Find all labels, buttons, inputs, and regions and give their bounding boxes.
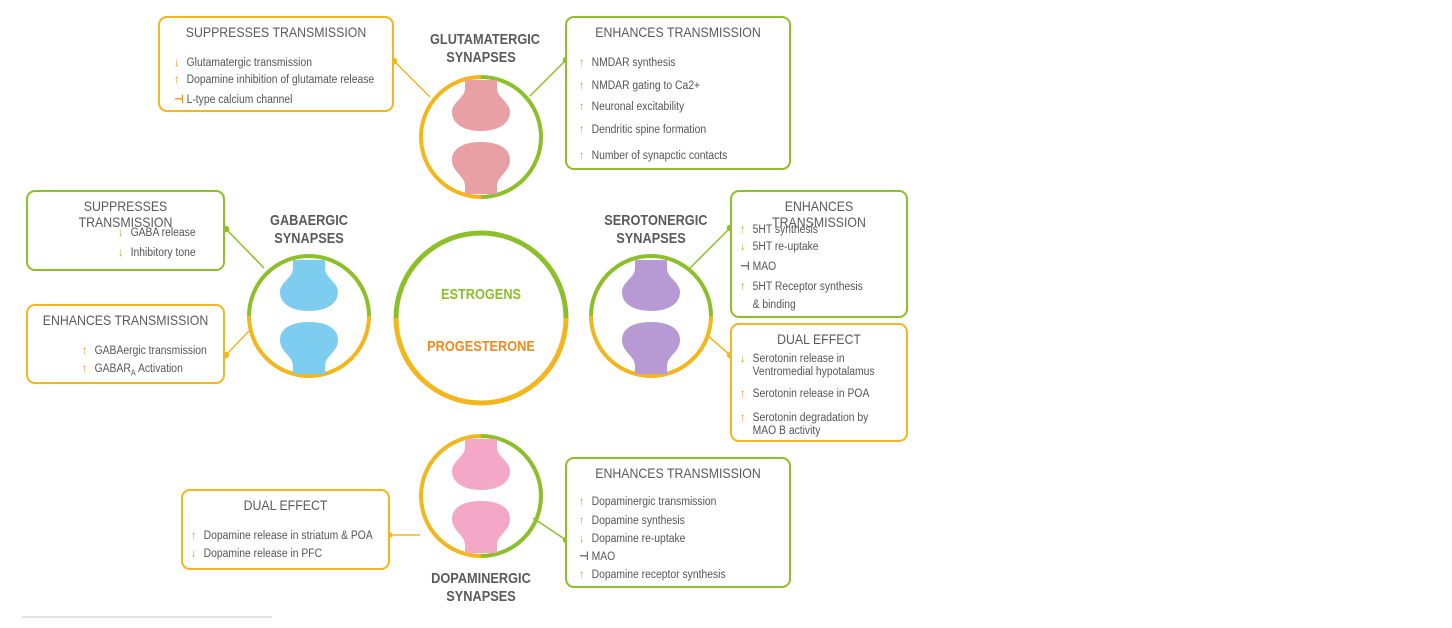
glutamatergic-synapse-shape <box>452 80 510 194</box>
connector-sero-dual <box>706 334 731 356</box>
list-item: ↑Dopamine inhibition of glutamate releas… <box>174 72 375 87</box>
dopa-enhance-box: ENHANCES TRANSMISSION ↑Dopaminergic tran… <box>565 457 791 588</box>
sero-dual-box: DUAL EFFECT ↓Serotonin release in Ventro… <box>730 323 908 442</box>
list-item: ↑Number of synapctic contacts <box>579 148 728 163</box>
list-item: ↑Serotonin degradation by <box>740 410 869 425</box>
list-item: ↑GABAergic transmission <box>82 343 207 358</box>
gaba-enhance-box: ENHANCES TRANSMISSION ↑GABAergic transmi… <box>26 304 225 384</box>
list-item: ↑5HT Receptor synthesis <box>740 279 863 294</box>
list-item: ↓Dopamine release in PFC <box>191 546 323 561</box>
estrogens-label: ESTROGENS <box>440 286 522 303</box>
list-item: ↑GABARA Activation <box>82 361 183 378</box>
list-item: ↓GABA release <box>118 225 196 240</box>
list-item: ⊣MAO <box>740 259 777 274</box>
list-item: ↓5HT re-uptake <box>740 239 819 254</box>
box-header: SUPPRESSES TRANSMISSION <box>185 24 367 40</box>
list-item: MAO B activity <box>752 425 821 437</box>
list-item: ↑Dopamine synthesis <box>579 513 685 528</box>
list-item: ↑NMDAR synthesis <box>579 55 676 70</box>
list-item: ↑5HT synthesis <box>740 222 818 237</box>
gabaergic-synapse-shape <box>280 260 338 374</box>
box-header: ENHANCES TRANSMISSION <box>595 24 761 40</box>
list-item: ↑Serotonin release in POA <box>740 386 870 401</box>
box-header: SUPPRESSES TRANSMISSION <box>78 198 173 230</box>
sero-enhance-box: ENHANCES TRANSMISSION ↑5HT synthesis ↓5H… <box>730 190 908 318</box>
glu-enhance-box: ENHANCES TRANSMISSION ↑NMDAR synthesis ↑… <box>565 16 791 170</box>
connector-gaba-enhance <box>225 330 250 356</box>
center-ring <box>393 230 569 406</box>
list-item: ↑Dopamine release in striatum & POA <box>191 528 373 543</box>
list-item: & binding <box>752 299 796 311</box>
connector-glu-suppress <box>393 60 431 98</box>
list-item: ↓Glutamatergic transmission <box>174 55 312 70</box>
box-header: DUAL EFFECT <box>777 331 861 347</box>
connector-dopa-enhance <box>532 517 567 541</box>
glutamatergic-ring <box>419 75 543 199</box>
list-item: ↑Dopamine receptor synthesis <box>579 567 726 582</box>
serotonergic-synapse-shape <box>622 260 680 374</box>
connector-sero-enhance <box>689 227 731 269</box>
gaba-suppress-box: SUPPRESSES TRANSMISSION ↓GABA release ↓I… <box>26 190 225 271</box>
list-item: ↓Serotonin release in <box>740 351 845 366</box>
list-item: ↑NMDAR gating to Ca2+ <box>579 78 701 93</box>
connector-glu-enhance <box>529 59 567 97</box>
list-item: ⊣MAO <box>579 549 616 564</box>
box-header: ENHANCES TRANSMISSION <box>42 312 209 328</box>
connector-gaba-suppress <box>225 228 265 269</box>
glu-suppress-box: SUPPRESSES TRANSMISSION ↓Glutamatergic t… <box>158 16 394 112</box>
box-header: ENHANCES TRANSMISSION <box>595 465 761 481</box>
list-item: ↓Inhibitory tone <box>118 245 196 260</box>
list-item: ↑Dopaminergic transmission <box>579 494 717 509</box>
progesterone-label: PROGESTERONE <box>427 338 535 355</box>
gabaergic-ring <box>247 254 371 378</box>
box-header: DUAL EFFECT <box>243 497 328 513</box>
list-item: ↓Dopamine re-uptake <box>579 531 686 546</box>
serotonergic-ring <box>589 254 713 378</box>
list-item: Ventromedial hypotalamus <box>752 366 875 378</box>
dopaminergic-ring <box>419 434 543 558</box>
list-item: ↑Neuronal excitability <box>579 99 685 114</box>
dopaminergic-synapse-shape <box>452 439 510 553</box>
list-item: ↑Dendritic spine formation <box>579 122 707 137</box>
box-header: ENHANCES TRANSMISSION <box>772 198 866 230</box>
dopa-dual-box: DUAL EFFECT ↑Dopamine release in striatu… <box>181 489 390 570</box>
list-item: ⊣L-type calcium channel <box>174 92 293 107</box>
